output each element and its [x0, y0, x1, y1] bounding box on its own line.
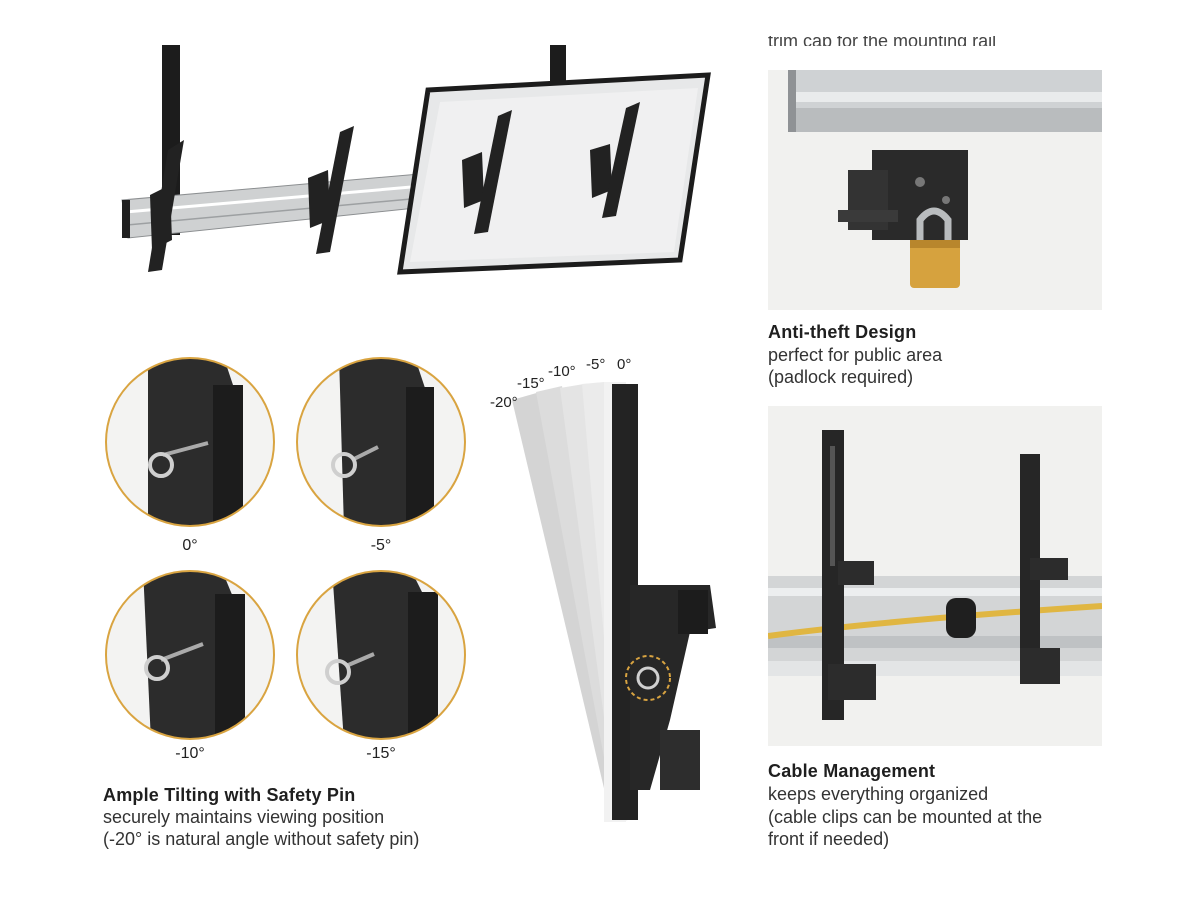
tilt-range-fan: [512, 382, 716, 822]
tilt-label-minus-15: -15°: [366, 745, 396, 762]
tilt-detail-circle-minus-15: [296, 570, 466, 740]
tilt-title: Ample Tilting with Safety Pin: [103, 785, 356, 805]
tilt-line-1: securely maintains viewing position: [103, 807, 385, 827]
anti-theft-photo: [768, 70, 1102, 310]
tilt-bracket: [148, 140, 184, 272]
fan-label-minus-10: -10°: [548, 363, 576, 380]
tilt-detail-circle-minus-5: [296, 357, 466, 527]
tilt-bracket: [462, 110, 512, 234]
anti-theft-title: Anti-theft Design: [768, 322, 917, 342]
anti-theft-line-1: perfect for public area: [768, 345, 943, 365]
tilt-line-2: (-20° is natural angle without safety pi…: [103, 829, 420, 849]
tilt-bracket: [590, 102, 640, 218]
padlock-icon: [910, 240, 960, 288]
cable-management-title: Cable Management: [768, 761, 936, 781]
cable: [768, 603, 1102, 639]
cable-clip-icon: [946, 598, 976, 638]
fan-label-minus-15: -15°: [517, 375, 545, 392]
cable-rail-illustration: [768, 430, 1102, 720]
tilt-detail-circle-0: [105, 357, 275, 527]
tilt-label-minus-10: -10°: [175, 745, 205, 762]
tilt-detail-circle-minus-10: [105, 570, 275, 740]
padlock-illustration: [788, 70, 1102, 288]
fan-label-minus-5: -5°: [586, 356, 606, 373]
anti-theft-line-2: (padlock required): [768, 367, 914, 387]
fan-label-0: 0°: [617, 356, 632, 373]
cable-management-photo: [768, 406, 1102, 746]
cut-off-caption: trim cap for the mounting rail: [768, 36, 997, 46]
tilt-label-minus-5: -5°: [370, 537, 392, 554]
safety-pin-highlight: [625, 655, 671, 701]
cable-management-line-3: front if needed): [768, 829, 890, 849]
ceiling-mount-illustration: [121, 45, 711, 275]
cable-management-line-2: (cable clips can be mounted at the: [768, 807, 1043, 827]
tilt-label-0: 0°: [182, 537, 198, 554]
tilt-bracket: [308, 126, 354, 254]
cable-management-line-1: keeps everything organized: [768, 784, 989, 804]
fan-label-minus-20: -20°: [490, 394, 518, 411]
